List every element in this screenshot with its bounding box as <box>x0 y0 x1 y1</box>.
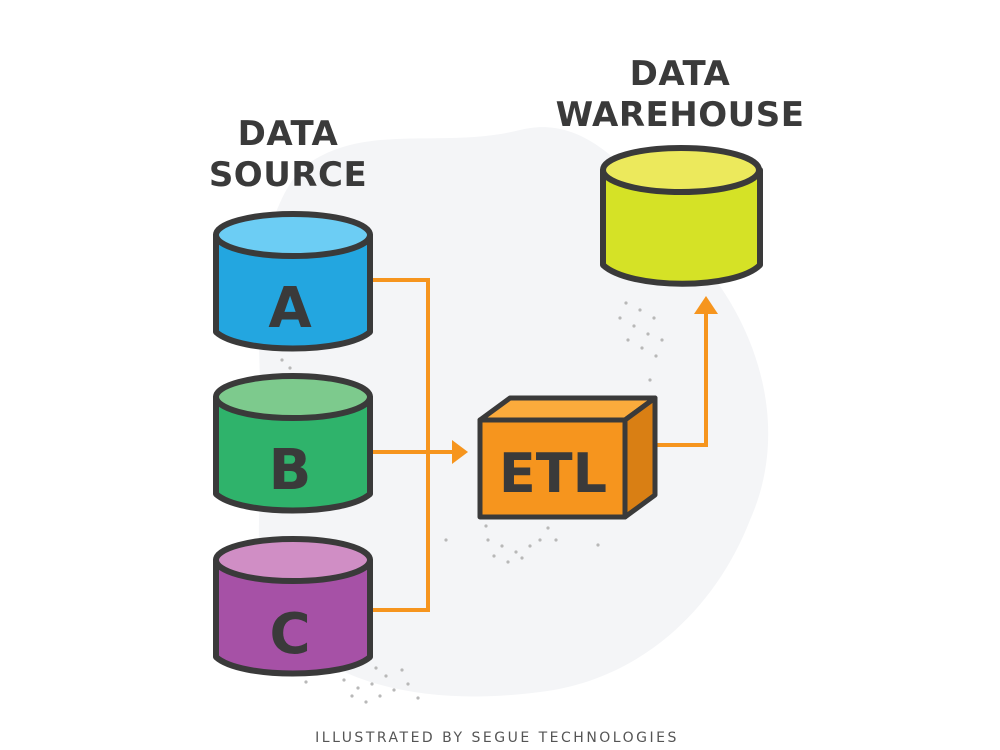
warehouse-side <box>600 167 763 287</box>
database-c: C <box>213 536 373 677</box>
database-b: B <box>213 373 373 514</box>
arrowhead-to-etl <box>452 440 468 464</box>
illustration-credit: ILLUSTRATED BY SEGUE TECHNOLOGIES <box>315 730 679 746</box>
etl-box-front <box>477 417 628 520</box>
database-a-side <box>213 232 373 352</box>
dot-pattern-etl <box>444 524 600 564</box>
database-a-label: A <box>268 276 312 341</box>
database-a: A <box>213 211 373 352</box>
source-heading-line2: SOURCE <box>209 155 367 195</box>
database-b-top <box>213 373 373 421</box>
database-a-top <box>213 211 373 259</box>
source-heading-line1: DATA <box>238 114 339 154</box>
database-b-label: B <box>269 438 312 503</box>
etl-label: ETL <box>499 442 607 505</box>
database-c-label: C <box>269 602 310 667</box>
arrowhead-to-warehouse <box>694 296 718 314</box>
warehouse-heading-line1: DATA <box>630 54 731 94</box>
connector-c <box>372 452 430 612</box>
etl-box: ETL <box>477 395 658 520</box>
warehouse-top <box>600 145 762 195</box>
etl-box-side <box>622 395 658 520</box>
connector-arrows <box>372 278 708 612</box>
database-b-side <box>213 394 373 514</box>
connector-etl-to-warehouse <box>655 312 708 447</box>
connector-a <box>372 278 430 452</box>
database-c-side <box>213 557 373 677</box>
data-warehouse-cylinder <box>600 145 763 287</box>
warehouse-heading-line2: WAREHOUSE <box>556 95 805 135</box>
dot-pattern-source <box>280 358 420 704</box>
database-c-top <box>213 536 373 584</box>
dot-pattern-warehouse <box>618 301 664 382</box>
